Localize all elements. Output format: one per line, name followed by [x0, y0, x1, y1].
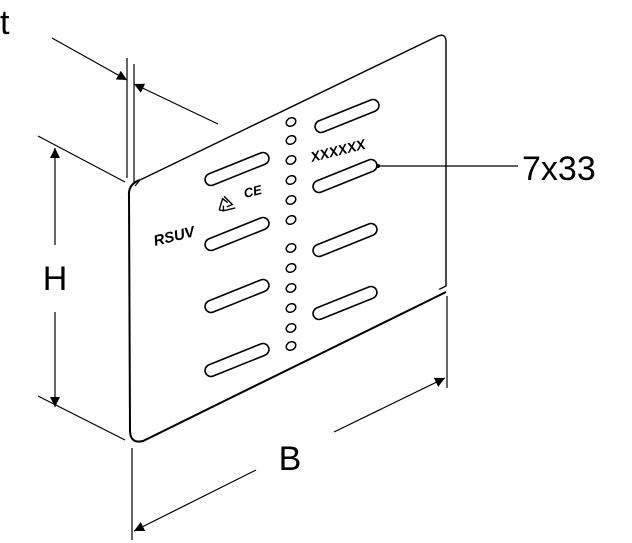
perforation-holes — [285, 116, 297, 352]
height-label: H — [43, 260, 68, 298]
recycle-icon — [218, 195, 236, 212]
slot — [204, 151, 270, 187]
perforation-hole — [285, 214, 297, 226]
slot-callout — [376, 164, 518, 168]
slot — [204, 216, 270, 252]
plate-back-edge — [139, 34, 447, 441]
leader-dot — [376, 164, 380, 168]
slot — [204, 342, 270, 378]
thickness-label: t — [0, 4, 10, 42]
width-dimension — [131, 296, 448, 540]
extension-line — [37, 395, 126, 441]
dimension-line-b-lower — [133, 469, 257, 532]
perforation-hole — [285, 134, 297, 146]
perforation-hole — [285, 154, 297, 166]
perforation-hole — [285, 242, 297, 254]
perforation-hole — [285, 116, 297, 128]
slot — [312, 222, 378, 258]
slot-size-label: 7x33 — [522, 150, 596, 188]
perforation-hole — [285, 282, 297, 294]
slot — [312, 285, 378, 321]
perforation-hole — [285, 322, 297, 334]
slot — [314, 98, 380, 134]
slots-left — [204, 151, 270, 378]
perforation-hole — [285, 302, 297, 314]
dimension-line-t-outer — [51, 37, 128, 81]
perforation-hole — [285, 262, 297, 274]
plate-code: XXXXXX — [308, 135, 369, 165]
slot — [204, 278, 270, 314]
height-dimension — [37, 135, 126, 441]
plate-thickness-edge — [134, 179, 141, 187]
perforation-hole — [285, 340, 297, 352]
thickness-dimension — [51, 37, 219, 184]
perforation-hole — [285, 194, 297, 206]
perforation-hole — [285, 174, 297, 186]
slots-right — [312, 98, 380, 321]
width-label: B — [279, 440, 302, 478]
slot — [312, 158, 378, 194]
dimension-line-t-inner — [133, 83, 219, 125]
plate-conformity-mark: CE — [242, 182, 263, 201]
extension-line — [37, 135, 126, 183]
dimension-line-b-upper — [333, 377, 446, 433]
